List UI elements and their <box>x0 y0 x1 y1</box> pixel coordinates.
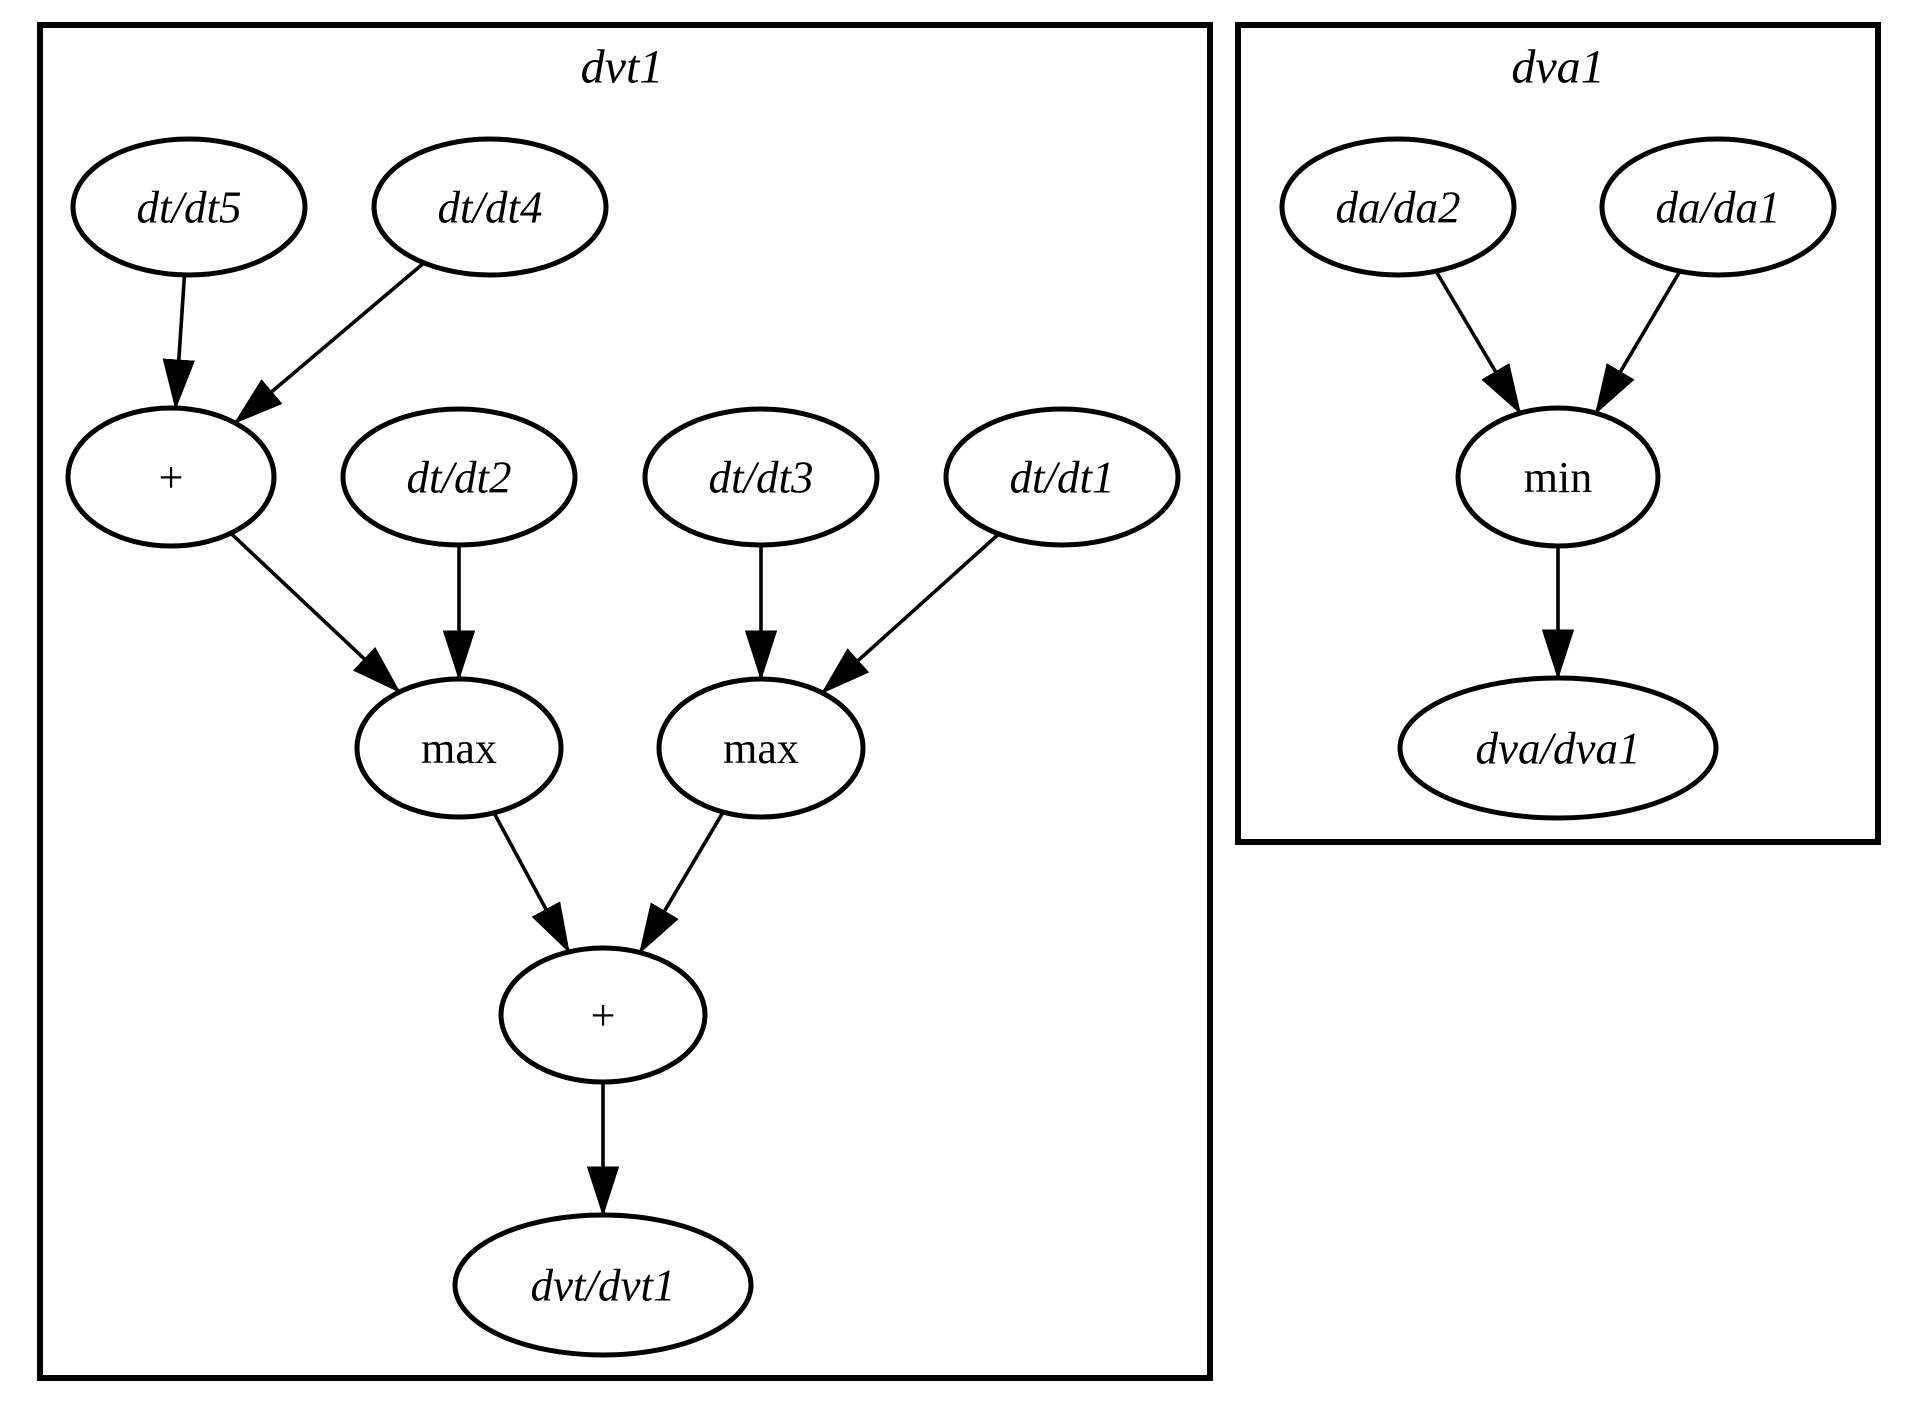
node-dt3-label: dt/dt3 <box>708 452 813 502</box>
node-da2: da/da2 <box>1279 136 1517 278</box>
node-dt3-shape <box>642 406 880 548</box>
node-dt5-shape <box>70 136 308 278</box>
node-dt4: dt/dt4 <box>371 136 609 278</box>
node-dvaout-shape <box>1397 675 1719 821</box>
node-max2-shape <box>656 676 866 820</box>
node-da2-label: da/da2 <box>1335 182 1460 232</box>
node-max2-label: max <box>723 724 799 773</box>
cluster-dva1-label: dva1 <box>1511 40 1604 93</box>
node-plus1-shape <box>65 405 277 549</box>
node-max1-shape <box>354 676 564 820</box>
cluster-dvt1-box <box>37 22 1213 1381</box>
node-dt5-label: dt/dt5 <box>136 182 241 232</box>
node-min-shape <box>1455 405 1661 549</box>
node-da1-label: da/da1 <box>1655 182 1780 232</box>
node-plus1: + <box>65 405 277 549</box>
node-dt2-shape <box>340 406 578 548</box>
edge-dt1-max2 <box>820 532 1000 695</box>
node-min: min <box>1455 405 1661 549</box>
node-dt2: dt/dt2 <box>340 406 578 548</box>
node-dt3: dt/dt3 <box>642 406 880 548</box>
node-dt4-shape <box>371 136 609 278</box>
edge-da1-min <box>1594 270 1682 415</box>
node-dvaout: dva/dva1 <box>1397 675 1719 821</box>
node-da1: da/da1 <box>1599 136 1837 278</box>
node-plus2-shape <box>498 945 708 1085</box>
edge-dt5-plus1 <box>162 274 195 410</box>
node-dt1-shape <box>943 406 1181 548</box>
node-plus2-label: + <box>591 991 616 1040</box>
cluster-dva1-box <box>1235 22 1881 845</box>
edge-plus1-max1 <box>229 531 401 694</box>
edge-max1-plus2 <box>492 811 571 954</box>
edge-max2-plus2 <box>638 811 725 955</box>
node-plus2: + <box>498 945 708 1085</box>
cluster-dvt1-label: dvt1 <box>581 40 664 93</box>
node-plus1-label: + <box>159 453 184 502</box>
node-max1: max <box>354 676 564 820</box>
node-dvtout-label: dvt/dvt1 <box>531 1260 676 1310</box>
node-dt5: dt/dt5 <box>70 136 308 278</box>
node-max2: max <box>656 676 866 820</box>
node-da1-shape <box>1599 136 1837 278</box>
node-dvtout: dvt/dvt1 <box>452 1212 754 1358</box>
node-dt2-label: dt/dt2 <box>406 452 511 502</box>
node-dvaout-label: dva/dva1 <box>1476 723 1641 773</box>
node-dt1: dt/dt1 <box>943 406 1181 548</box>
node-min-label: min <box>1524 453 1592 502</box>
node-dvtout-shape <box>452 1212 754 1358</box>
node-dt4-label: dt/dt4 <box>437 182 542 232</box>
edge-dt4-plus1 <box>233 261 426 425</box>
node-da2-shape <box>1279 136 1517 278</box>
edge-da2-min <box>1434 270 1522 415</box>
node-max1-label: max <box>421 724 497 773</box>
node-dt1-label: dt/dt1 <box>1009 452 1114 502</box>
